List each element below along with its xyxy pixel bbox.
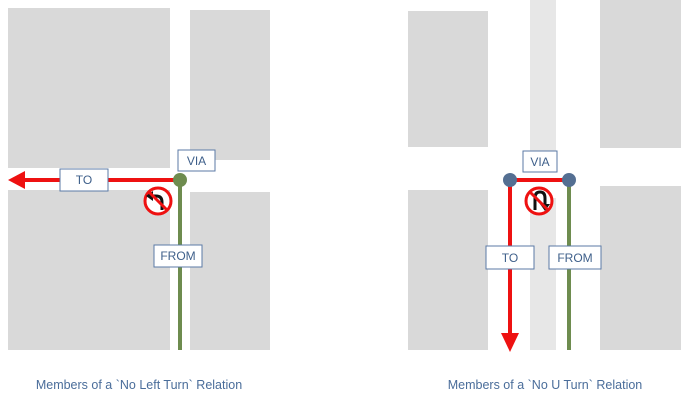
to-label: TO bbox=[485, 245, 535, 270]
median-top bbox=[530, 0, 556, 166]
block-bottom-left bbox=[8, 190, 170, 350]
from-label: FROM bbox=[153, 244, 203, 268]
block-top-left bbox=[408, 11, 488, 147]
to-arrow-head bbox=[8, 171, 25, 189]
block-top-right bbox=[600, 0, 681, 148]
to-label-text: TO bbox=[76, 173, 92, 187]
from-label-text: FROM bbox=[557, 251, 592, 265]
left-caption: Members of a `No Left Turn` Relation bbox=[36, 378, 242, 392]
block-top-right bbox=[190, 10, 270, 160]
via-node-left bbox=[503, 173, 517, 187]
to-label-text: TO bbox=[502, 251, 518, 265]
right-caption: Members of a `No U Turn` Relation bbox=[448, 378, 643, 392]
to-label: TO bbox=[59, 168, 109, 192]
left-diagram: TO VIA FROM bbox=[8, 8, 270, 350]
from-label-text: FROM bbox=[160, 249, 195, 263]
via-label-text: VIA bbox=[187, 154, 206, 168]
to-arrow-head bbox=[501, 333, 519, 352]
via-label: VIA bbox=[177, 149, 216, 172]
via-node-right bbox=[562, 173, 576, 187]
block-bottom-right bbox=[190, 192, 270, 350]
via-label: VIA bbox=[522, 150, 558, 173]
median-bottom bbox=[530, 198, 556, 350]
block-bottom-left bbox=[408, 190, 488, 350]
block-bottom-right bbox=[600, 186, 681, 350]
from-label: FROM bbox=[548, 245, 602, 270]
no-left-turn-sign-icon bbox=[143, 186, 173, 216]
no-u-turn-sign-icon bbox=[524, 186, 554, 216]
block-top-left bbox=[8, 8, 170, 168]
right-diagram: VIA TO FROM bbox=[408, 0, 681, 352]
via-node bbox=[173, 173, 187, 187]
via-label-text: VIA bbox=[530, 155, 549, 169]
